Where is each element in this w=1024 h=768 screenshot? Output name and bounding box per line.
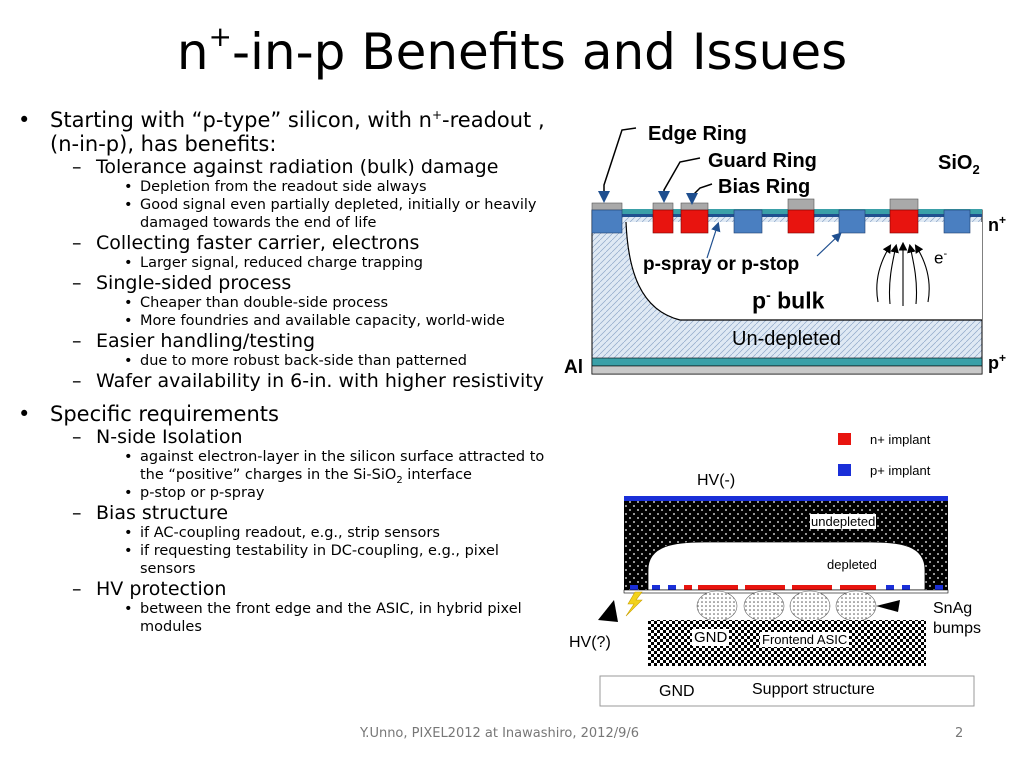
- label-n-plus: n+: [988, 213, 1007, 235]
- sensor-depleted: [647, 541, 926, 591]
- bullet-list: Starting with “p-type” silicon, with n+-…: [14, 108, 554, 636]
- bullet-cheaper: Cheaper than double-side process: [14, 294, 554, 312]
- legend-n-swatch: [838, 433, 851, 445]
- label-undepleted-bottom: undepleted: [810, 514, 877, 529]
- bullet-hv-protection: HV protection: [14, 578, 554, 600]
- page-number: 2: [955, 726, 964, 741]
- label-e-minus: e-: [934, 248, 948, 268]
- label-gnd-asic: GND: [692, 629, 730, 646]
- label-p-plus: p+: [988, 351, 1007, 373]
- label-p-spray: p-spray or p-stop: [643, 254, 800, 275]
- label-guard-ring: Guard Ring: [708, 150, 817, 172]
- lightning-icon: [625, 591, 643, 617]
- backside-p-implant: [624, 496, 948, 501]
- bullet-front-edge: between the front edge and the ASIC, in …: [14, 600, 554, 636]
- label-hv-minus: HV(-): [697, 472, 736, 489]
- bullet-foundries: More foundries and available capacity, w…: [14, 312, 554, 330]
- label-gnd-support: GND: [659, 683, 695, 700]
- label-bias-ring: Bias Ring: [718, 176, 811, 198]
- slide-footer: Y.Unno, PIXEL2012 at Inawashiro, 2012/9/…: [360, 726, 640, 741]
- label-edge-ring: Edge Ring: [648, 123, 747, 145]
- bullet-specific-requirements: Specific requirements: [14, 402, 554, 426]
- bullet-good-signal: Good signal even partially depleted, ini…: [14, 196, 554, 232]
- label-hv-question: HV(?): [569, 634, 611, 651]
- bullet-pstop: p-stop or p-spray: [14, 484, 554, 502]
- bullet-robust-backside: due to more robust back-side than patter…: [14, 352, 554, 370]
- label-snag: SnAg: [933, 600, 973, 617]
- guard-ring-pointer: [658, 157, 701, 203]
- bullet-electron-layer: against electron-layer in the silicon su…: [14, 448, 554, 485]
- bullet-benefits: Starting with “p-type” silicon, with n+-…: [14, 108, 554, 156]
- legend-p-swatch: [838, 464, 851, 476]
- bias-ring-pointer: [686, 183, 713, 205]
- label-p-bulk: p- bulk: [752, 287, 825, 314]
- sio2-layer: [592, 209, 982, 214]
- p-plus-layer: [591, 357, 983, 367]
- bullet-wafer-availability: Wafer availability in 6-in. with higher …: [14, 370, 554, 392]
- legend-p-implant: p+ implant: [870, 463, 931, 478]
- legend-n-implant: n+ implant: [870, 432, 931, 447]
- front-implants: [630, 585, 943, 590]
- bullet-bias-structure: Bias structure: [14, 502, 554, 524]
- hv-arrow-icon: [598, 600, 618, 622]
- edge-ring-pointer: [598, 127, 637, 203]
- label-undepleted-top: Un-depleted: [732, 328, 841, 350]
- bullet-nside-isolation: N-side Isolation: [14, 426, 554, 448]
- label-bumps: bumps: [933, 620, 982, 637]
- snag-bumps: [696, 590, 877, 622]
- bullet-easier-handling: Easier handling/testing: [14, 330, 554, 352]
- bullet-ac-coupling: if AC-coupling readout, e.g., strip sens…: [14, 524, 554, 542]
- label-support-structure: Support structure: [752, 681, 875, 698]
- snag-arrow-icon: [876, 600, 900, 612]
- edge-ring: [591, 209, 623, 234]
- bullet-dc-coupling: if requesting testability in DC-coupling…: [14, 542, 554, 578]
- bullet-faster-carrier: Collecting faster carrier, electrons: [14, 232, 554, 254]
- pspray-arrow-1: [706, 221, 721, 259]
- label-al: Al: [564, 357, 583, 378]
- label-depleted: depleted: [827, 557, 877, 572]
- al-backplane: [591, 365, 983, 375]
- pspray-arrow-2: [816, 232, 842, 257]
- guard-ring: [652, 209, 674, 234]
- bullet-larger-signal: Larger signal, reduced charge trapping: [14, 254, 554, 272]
- label-frontend-asic: Frontend ASIC: [760, 632, 850, 647]
- sensor-cross-section: [591, 127, 983, 375]
- label-sio2: SiO2: [938, 152, 980, 177]
- bullet-depletion-readout: Depletion from the readout side always: [14, 178, 554, 196]
- slide-title: n+-in-p Benefits and Issues: [176, 20, 848, 82]
- bias-ring: [680, 209, 709, 234]
- hybrid-module-diagram: [598, 433, 975, 707]
- bullet-radiation-tolerance: Tolerance against radiation (bulk) damag…: [14, 156, 554, 178]
- bullet-single-sided: Single-sided process: [14, 272, 554, 294]
- electron-drift-arrows: [876, 241, 930, 306]
- support-structure: [599, 675, 975, 707]
